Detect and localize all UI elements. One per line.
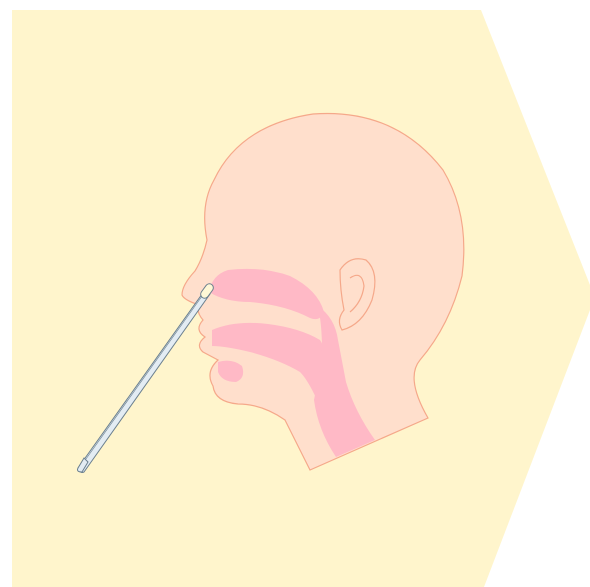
nasopharyngeal-swab-diagram	[0, 0, 590, 587]
